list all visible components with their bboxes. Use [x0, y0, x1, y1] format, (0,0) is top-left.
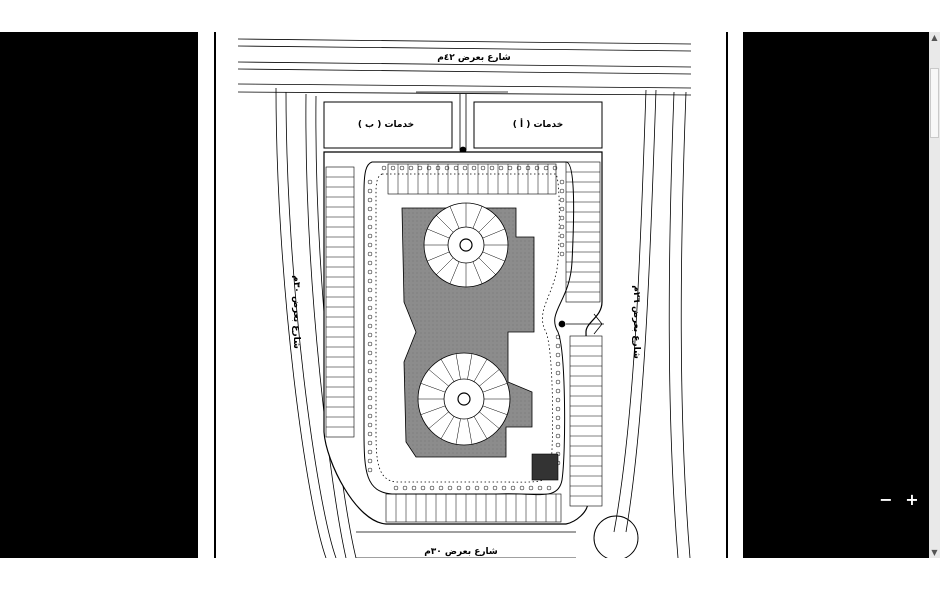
viewer-left-panel: [0, 32, 198, 558]
lots-west: [325, 166, 355, 438]
service-block-b: [323, 101, 453, 149]
roundabout: [593, 515, 639, 558]
viewer-right-panel: [743, 32, 929, 558]
service-block-a: [473, 101, 603, 149]
street-south-label: شارع بعرض ٣٠م: [424, 547, 498, 557]
spiral-cluster-north: [423, 202, 509, 288]
south-street: [356, 531, 576, 558]
scroll-up-icon[interactable]: ▲: [931, 33, 938, 42]
scroll-down-icon[interactable]: ▼: [931, 548, 938, 557]
image-viewer: شارع بعرض ٤٢م شارع بعرض ٣٠م شارع بعرض ٢٦: [0, 32, 940, 558]
east-entrance: [558, 313, 604, 335]
hatched-lot: [531, 453, 559, 481]
site-plan-sheet: شارع بعرض ٤٢م شارع بعرض ٣٠م شارع بعرض ٢٦: [214, 32, 728, 558]
scroll-thumb[interactable]: [930, 68, 939, 138]
street-north-label: شارع بعرض ٤٢م: [437, 53, 511, 63]
east-street: [613, 89, 691, 558]
vertical-scrollbar[interactable]: ▲ ▼: [929, 32, 940, 558]
zoom-out-button[interactable]: −: [879, 490, 893, 509]
inner-ring-road-inner: [375, 173, 560, 483]
service-a-label: خدمات ( أ ): [513, 118, 563, 130]
lots-south: [385, 493, 562, 523]
top-margin: [0, 0, 940, 32]
north-street: [237, 38, 692, 96]
site-plan-drawing: شارع بعرض ٤٢م شارع بعرض ٣٠م شارع بعرض ٢٦: [237, 38, 692, 558]
spiral-cluster-south: [417, 352, 511, 446]
main-entrance: [416, 91, 508, 154]
bottom-margin: [0, 558, 940, 590]
service-b-label: خدمات ( ب ): [358, 120, 414, 130]
zoom-in-button[interactable]: +: [905, 490, 919, 509]
inner-ring-road: [363, 161, 575, 496]
street-west-label: شارع بعرض ٣٠م: [291, 275, 301, 349]
street-east-label: شارع بعرض ٢٦م: [631, 285, 641, 359]
document-page: شارع بعرض ٤٢م شارع بعرض ٣٠م شارع بعرض ٢٦: [198, 32, 743, 558]
zoom-controls: − +: [876, 490, 926, 510]
